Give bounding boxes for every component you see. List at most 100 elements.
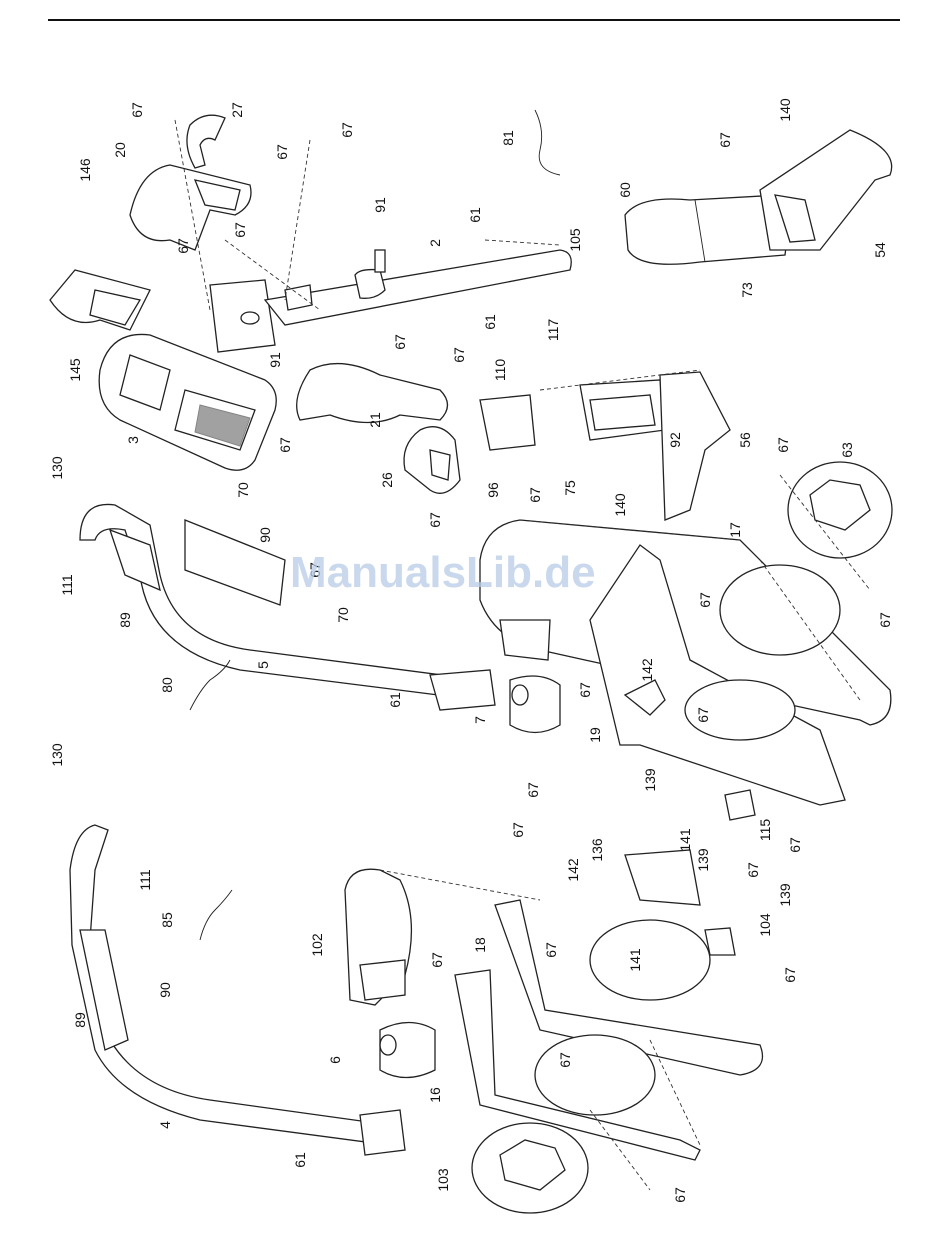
- callout-label: 67: [543, 942, 559, 958]
- clip-part-115: [725, 790, 755, 820]
- callout-label: 145: [67, 358, 83, 382]
- callout-label: 139: [777, 883, 793, 907]
- watermark: ManualsLib.de: [290, 548, 596, 598]
- callout-label: 146: [77, 158, 93, 182]
- callout-label: 67: [277, 437, 293, 453]
- callout-label: 142: [565, 858, 581, 882]
- callout-label: 54: [872, 242, 888, 258]
- bracket-part-96: [480, 395, 535, 450]
- callout-label: 67: [787, 837, 803, 853]
- callout-label: 70: [335, 607, 351, 623]
- callout-label: 111: [59, 574, 75, 595]
- callout-label: 16: [427, 1087, 443, 1103]
- callout-label: 111: [137, 869, 153, 890]
- callout-label: 110: [492, 359, 508, 382]
- callout-label: 20: [112, 142, 128, 158]
- bracket-part-75: [580, 380, 665, 440]
- wire-part-85: [200, 890, 232, 940]
- callout-label: 67: [427, 512, 443, 528]
- plate-part-136: [625, 850, 700, 905]
- callout-label: 17: [727, 522, 743, 538]
- wire-part-81: [535, 110, 560, 175]
- callout-label: 96: [485, 482, 501, 498]
- callout-label: 6: [327, 1056, 343, 1064]
- callout-label: 67: [510, 822, 526, 838]
- callout-label: 73: [739, 282, 755, 298]
- callout-label: 92: [667, 432, 683, 448]
- callout-label: 141: [677, 828, 693, 852]
- callout-label: 130: [49, 743, 65, 767]
- console-part-3: [99, 334, 276, 470]
- disc-part-103: [472, 1123, 588, 1213]
- callout-label: 2: [427, 239, 443, 247]
- callout-label: 139: [695, 848, 711, 872]
- callout-label: 67: [525, 782, 541, 798]
- callout-label: 67: [577, 682, 593, 698]
- upright-plate: [210, 280, 275, 352]
- callout-label: 103: [435, 1168, 451, 1192]
- callout-label: 142: [639, 658, 655, 682]
- callout-label: 21: [367, 412, 383, 428]
- callout-label: 89: [117, 612, 133, 628]
- callout-label: 90: [157, 982, 173, 998]
- callout-label: 67: [175, 238, 191, 254]
- callout-label: 67: [274, 144, 290, 160]
- callout-label: 67: [392, 334, 408, 350]
- disc-part-63: [788, 462, 892, 558]
- callout-label: 67: [775, 437, 791, 453]
- upright-part-2: [265, 250, 571, 325]
- callout-label: 67: [557, 1052, 573, 1068]
- callout-label: 81: [500, 130, 516, 146]
- tray-part-145: [50, 270, 150, 330]
- callout-label: 130: [49, 456, 65, 480]
- shield-part-54: [760, 130, 892, 250]
- callout-label: 91: [267, 352, 283, 368]
- callout-label: 61: [387, 692, 403, 708]
- callout-label: 80: [159, 677, 175, 693]
- callout-label: 140: [777, 98, 793, 122]
- callout-label: 75: [562, 480, 578, 496]
- callout-label: 67: [451, 347, 467, 363]
- callout-label: 3: [125, 436, 141, 444]
- callout-label: 105: [567, 228, 583, 252]
- cover-part-27: [187, 115, 225, 168]
- callout-label: 61: [292, 1152, 308, 1168]
- callout-label: 67: [232, 222, 248, 238]
- callout-label: 26: [379, 472, 395, 488]
- callout-label: 90: [257, 527, 273, 543]
- shield-part-102: [345, 869, 411, 1005]
- callout-label: 102: [309, 933, 325, 957]
- callout-label: 67: [339, 122, 355, 138]
- callout-label: 7: [472, 716, 488, 724]
- callout-label: 67: [782, 967, 798, 983]
- callout-label: 63: [839, 442, 855, 458]
- callout-label: 117: [545, 319, 561, 342]
- callout-label: 67: [129, 102, 145, 118]
- callout-label: 115: [757, 819, 773, 842]
- end-cap-part-7: [510, 676, 560, 733]
- callout-label: 141: [627, 948, 643, 972]
- callout-label: 4: [157, 1121, 173, 1129]
- cap-part-6: [380, 1023, 435, 1078]
- callout-label: 61: [482, 314, 498, 330]
- callout-label: 67: [695, 707, 711, 723]
- callout-label: 70: [235, 482, 251, 498]
- callout-label: 67: [717, 132, 733, 148]
- callout-label: 139: [642, 768, 658, 792]
- callout-label: 67: [429, 952, 445, 968]
- callout-label: 5: [255, 661, 271, 669]
- callout-label: 56: [737, 432, 753, 448]
- callout-label: 136: [589, 838, 605, 862]
- callout-label: 67: [877, 612, 893, 628]
- wire-part-80: [190, 660, 230, 710]
- callout-label: 27: [229, 102, 245, 118]
- callout-label: 67: [745, 862, 761, 878]
- callout-label: 61: [467, 207, 483, 223]
- callout-label: 19: [587, 727, 603, 743]
- handlebar-part-5: [80, 504, 495, 710]
- callout-label: 140: [612, 493, 628, 517]
- callout-label: 60: [617, 182, 633, 198]
- clip-part-104: [705, 928, 735, 955]
